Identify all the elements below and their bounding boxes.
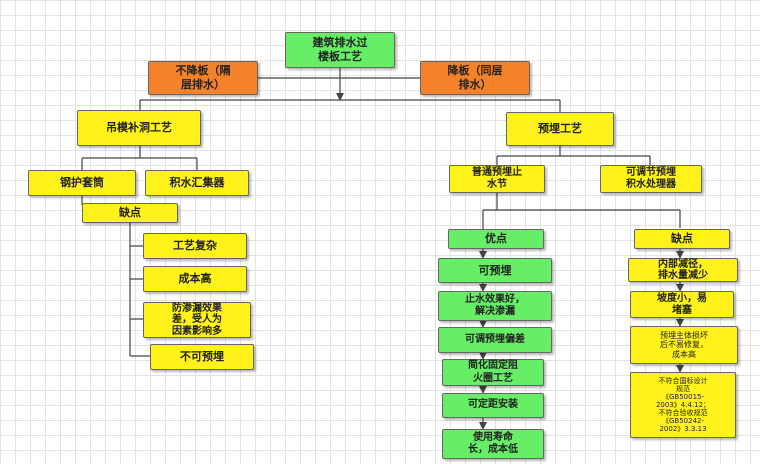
pros-item[interactable]: 使用寿命 长，成本低	[442, 429, 544, 459]
hanging-mold-node[interactable]: 吊模补洞工艺	[77, 110, 201, 146]
no-drop-slab-node[interactable]: 不降板（隔 层排水）	[148, 61, 258, 95]
cons-right-item[interactable]: 不符合国标设计 规范 《GB50015- 2003》4.4.12； 不符合验收规…	[630, 372, 736, 438]
pros-item[interactable]: 止水效果好， 解决渗漏	[438, 291, 552, 321]
pros-item[interactable]: 简化固定阻 火圈工艺	[442, 359, 544, 386]
embed-process-node[interactable]: 预埋工艺	[506, 112, 614, 146]
cons-left-item[interactable]: 工艺复杂	[143, 233, 247, 259]
pros-node[interactable]: 优点	[448, 229, 544, 249]
adjustable-embed-node[interactable]: 可调节预埋 积水处理器	[600, 165, 702, 193]
cons-left-item[interactable]: 成本高	[143, 266, 247, 292]
cons-left-item[interactable]: 防渗漏效果 差，受人为 因素影响多	[143, 302, 251, 338]
pros-item[interactable]: 可调预埋偏差	[438, 327, 552, 353]
steel-sleeve-node[interactable]: 钢护套筒	[28, 170, 136, 196]
cons-right-item[interactable]: 内部减径， 排水量减少	[628, 258, 738, 282]
cons-left-node[interactable]: 缺点	[82, 203, 178, 223]
cons-right-item[interactable]: 预埋主体损坏 后不易修复， 成本高	[630, 326, 738, 364]
ordinary-embed-node[interactable]: 普通预埋止 水节	[449, 165, 545, 193]
water-collector-node[interactable]: 积水汇集器	[145, 170, 249, 196]
root-node[interactable]: 建筑排水过 楼板工艺	[285, 32, 395, 68]
cons-left-item[interactable]: 不可预埋	[150, 344, 254, 370]
cons-right-item[interactable]: 坡度小，易 堵塞	[630, 291, 734, 318]
cons-right-node[interactable]: 缺点	[634, 229, 730, 249]
drop-slab-node[interactable]: 降板（同层 排水）	[420, 61, 530, 95]
pros-item[interactable]: 可预埋	[438, 258, 552, 283]
pros-item[interactable]: 可定距安装	[442, 393, 544, 418]
